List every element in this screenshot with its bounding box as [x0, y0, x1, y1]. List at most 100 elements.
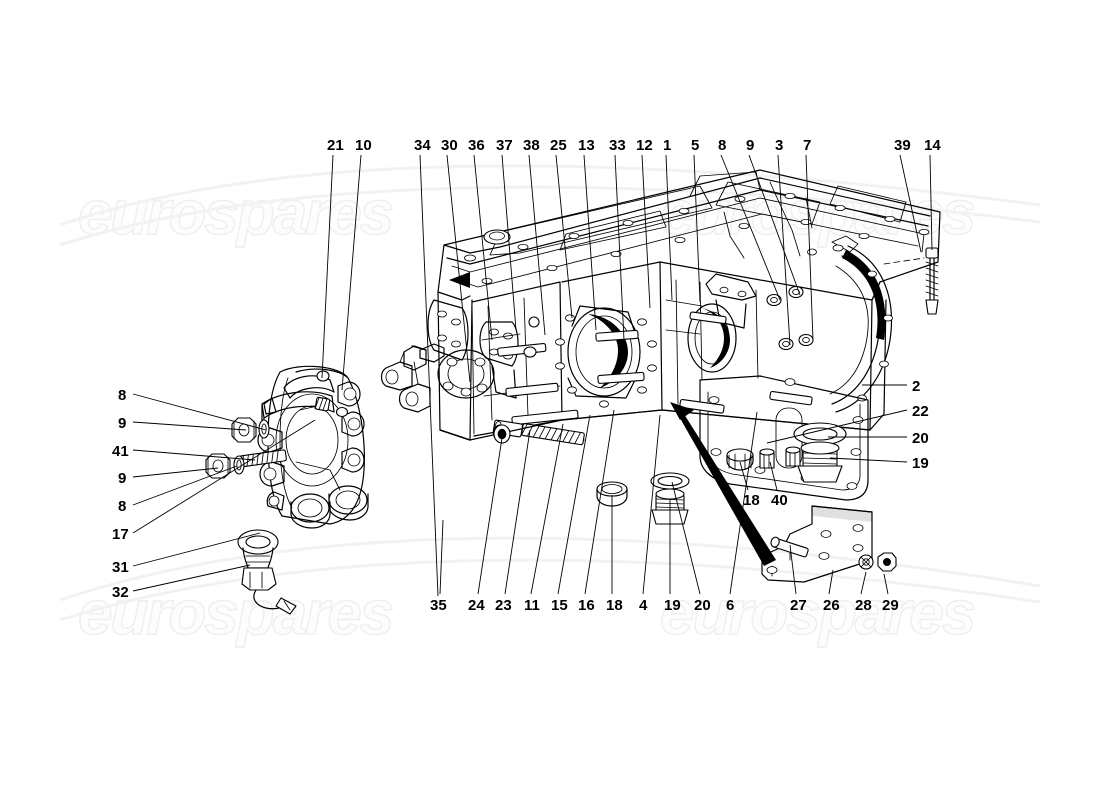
callout-number-12: 12 [636, 137, 653, 154]
callout-number-22: 22 [912, 403, 929, 420]
leader-line-3 [777, 154, 791, 346]
leader-line-25 [555, 154, 573, 319]
washer-28 [858, 554, 874, 570]
callout-number-16: 16 [578, 597, 595, 614]
callout-number-29: 29 [882, 597, 899, 614]
leader-lines [132, 154, 933, 597]
callout-number-38: 38 [523, 137, 540, 154]
plug-19-right [793, 422, 847, 483]
callout-number-23: 23 [495, 597, 512, 614]
callout-number-40: 40 [771, 492, 788, 509]
leader-line-35 [439, 519, 444, 595]
ring-23 [493, 424, 511, 444]
callout-number-35: 35 [430, 597, 447, 614]
callout-number-26: 26 [823, 597, 840, 614]
callout-number-4: 4 [639, 597, 648, 614]
leader-line-41 [132, 449, 256, 461]
leader-line-6 [729, 411, 758, 595]
support-bracket [761, 505, 897, 583]
leader-line-7 [805, 154, 814, 341]
nut-29 [877, 552, 897, 572]
callout-number-14: 14 [924, 137, 941, 154]
callout-number-9: 9 [118, 415, 127, 432]
callout-number-15: 15 [551, 597, 568, 614]
leader-line-21 [321, 154, 334, 379]
callout-number-18: 18 [743, 492, 760, 509]
leader-line-5 [693, 154, 701, 303]
callout-number-9: 9 [118, 470, 127, 487]
leader-line-11 [530, 423, 564, 595]
callout-number-33: 33 [609, 137, 626, 154]
bellhousing-opening [829, 245, 893, 413]
leader-line-17 [132, 419, 316, 534]
gearbox-casing [427, 169, 941, 501]
callout-number-1: 1 [663, 137, 672, 154]
leader-line-33 [614, 154, 625, 341]
leader-line-32 [132, 564, 251, 592]
leader-line-24 [477, 437, 503, 595]
assembly-direction-arrow [670, 402, 776, 566]
callout-number-7: 7 [803, 137, 812, 154]
leader-line-1 [665, 154, 673, 301]
leader-line-26 [828, 569, 834, 595]
callout-number-27: 27 [790, 597, 807, 614]
callout-number-5: 5 [691, 137, 700, 154]
leader-line-19 [829, 457, 908, 463]
callout-number-17: 17 [112, 526, 129, 543]
callout-number-6: 6 [726, 597, 735, 614]
leader-line-16 [584, 409, 615, 595]
callout-number-11: 11 [524, 597, 540, 614]
callout-number-31: 31 [112, 559, 129, 576]
callout-number-39: 39 [894, 137, 911, 154]
leader-line-27 [789, 544, 797, 595]
leader-line-10 [341, 154, 362, 391]
leader-line-40 [769, 461, 778, 491]
callout-number-21: 21 [327, 137, 344, 154]
bush-22 [759, 448, 775, 469]
leader-line-22 [766, 409, 908, 444]
leader-line-38 [528, 154, 546, 336]
left-round-flange [437, 349, 495, 399]
callout-number-8: 8 [118, 387, 127, 404]
leader-line-14 [929, 154, 933, 251]
callout-number-8: 8 [118, 498, 127, 515]
pump-outlets [290, 485, 369, 529]
callout-number-10: 10 [355, 137, 372, 154]
relief-valve-block [380, 343, 445, 413]
leader-line-28 [860, 571, 867, 595]
leader-line-36 [473, 154, 493, 341]
mid-left-flange [479, 321, 519, 399]
callout-number-19: 19 [664, 597, 681, 614]
leader-line-4 [642, 414, 661, 595]
leader-line-15 [557, 414, 591, 595]
leader-line-9 [132, 467, 219, 478]
long-bolt-14 [883, 247, 939, 315]
leader-line-30 [446, 154, 471, 383]
callout-number-30: 30 [441, 137, 458, 154]
leader-line-37 [501, 154, 517, 331]
callout-number-13: 13 [578, 137, 595, 154]
small-parts-bottom [493, 422, 847, 525]
callout-number-20: 20 [912, 430, 929, 447]
leader-line-12 [641, 154, 651, 309]
callout-number-41: 41 [112, 443, 129, 460]
left-flange-pad [427, 299, 469, 361]
callout-number-9: 9 [746, 137, 755, 154]
leader-line-8 [132, 393, 267, 431]
leader-line-18 [739, 461, 749, 491]
callout-number-28: 28 [855, 597, 872, 614]
callout-number-8: 8 [718, 137, 727, 154]
upper-bracket [705, 273, 757, 329]
leader-line-34 [419, 154, 439, 597]
callout-number-34: 34 [414, 137, 431, 154]
bush-40 [785, 446, 801, 467]
leader-line-31 [132, 532, 261, 567]
washer-lower [233, 455, 245, 475]
leader-line-9 [748, 154, 801, 296]
callout-number-19: 19 [912, 455, 929, 472]
callout-number-18: 18 [606, 597, 623, 614]
casing-fasteners [523, 285, 814, 358]
oil-pressure-sender [237, 529, 297, 615]
